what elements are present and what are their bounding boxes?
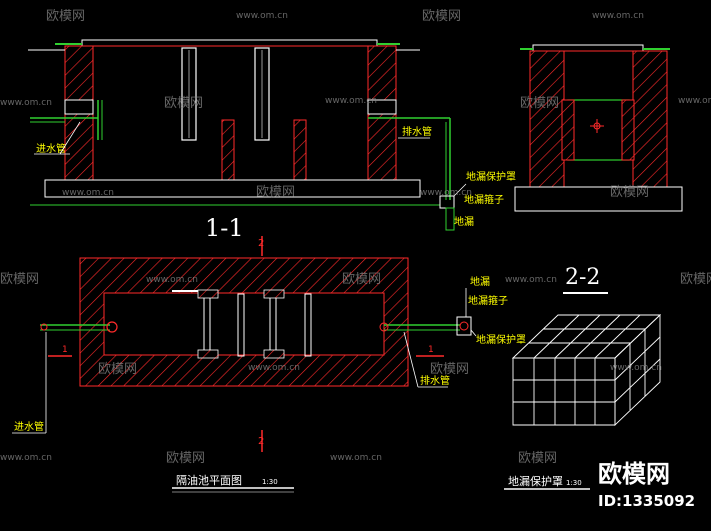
cover-3d-view: 2-2 地漏保护罩 1:30 <box>504 265 662 490</box>
outlet-label: 排水管 <box>402 125 432 138</box>
plan-scale: 1:30 <box>262 478 278 486</box>
cut-mark-bottom: 2 <box>258 436 264 447</box>
right-wall <box>367 45 397 187</box>
cover-scale: 1:30 <box>566 479 582 487</box>
cover-label: 地漏保护罩 <box>466 170 516 183</box>
watermark-url: www.om.cn <box>325 96 377 106</box>
watermark-url: www.om.cn <box>248 363 300 373</box>
plan-title: 隔油池平面图 <box>176 473 242 487</box>
plan-outlet-label: 排水管 <box>420 374 450 387</box>
watermark-url: www.om.cn <box>592 11 644 21</box>
corner-logo: 欧模网 ID:1335092 <box>598 460 695 510</box>
plan-inlet-label: 进水管 <box>14 420 44 433</box>
watermark-brand: 欧模网 <box>98 362 137 377</box>
watermarks: 欧模网 www.om.cn 欧模网 www.om.cn www.om.cn 欧模… <box>0 9 711 466</box>
watermark-brand: 欧模网 <box>164 96 203 111</box>
section-2-2 <box>514 44 683 212</box>
base-slab <box>44 179 421 198</box>
watermark-brand: 欧模网 <box>680 272 711 287</box>
plan-cover-label: 地漏保护罩 <box>476 333 526 346</box>
cut-mark-left: 1 <box>62 345 68 355</box>
plan-drain-label: 地漏 <box>470 275 490 288</box>
cover-title: 地漏保护罩 <box>508 474 563 488</box>
watermark-brand: 欧模网 <box>342 272 381 287</box>
plan-view: 2 2 1 1 进水管 排水管 地漏 地漏箍子 地漏保护罩 隔油池平面图 1:3… <box>12 236 526 493</box>
plan-collar-label: 地漏箍子 <box>468 294 508 307</box>
watermark-brand: 欧模网 <box>256 185 295 200</box>
watermark-brand: 欧模网 <box>610 185 649 200</box>
cut-mark-right: 1 <box>428 345 434 355</box>
watermark-url: www.om.cn <box>678 96 711 106</box>
section-2-2-title: 2-2 <box>565 265 600 290</box>
watermark-brand: 欧模网 <box>0 272 39 287</box>
watermark-brand: 欧模网 <box>422 9 461 24</box>
watermark-brand: 欧模网 <box>520 96 559 111</box>
watermark-url: www.om.cn <box>0 98 52 108</box>
logo-id: ID:1335092 <box>598 492 695 510</box>
watermark-brand: 欧模网 <box>430 362 469 377</box>
watermark-brand: 欧模网 <box>518 451 557 466</box>
collar-label: 地漏箍子 <box>464 193 504 206</box>
inlet-label: 进水管 <box>36 142 66 155</box>
watermark-brand: 欧模网 <box>166 451 205 466</box>
section-1-1-title: 1-1 <box>205 214 244 242</box>
watermark-url: www.om.cn <box>505 275 557 285</box>
watermark-url: www.om.cn <box>610 363 662 373</box>
left-wall <box>64 45 94 187</box>
watermark-url: www.om.cn <box>330 453 382 463</box>
logo-brand: 欧模网 <box>598 460 670 488</box>
drain-label: 地漏 <box>454 215 474 228</box>
watermark-url: www.om.cn <box>236 11 288 21</box>
cut-mark-top: 2 <box>258 238 264 249</box>
watermark-url: www.om.cn <box>146 275 198 285</box>
watermark-url: www.om.cn <box>62 188 114 198</box>
watermark-brand: 欧模网 <box>46 9 85 24</box>
watermark-url: www.om.cn <box>0 453 52 463</box>
section-1-1: 进水管 排水管 地漏保护罩 地漏箍子 地漏 1-1 <box>28 39 516 242</box>
watermark-url: www.om.cn <box>420 188 472 198</box>
